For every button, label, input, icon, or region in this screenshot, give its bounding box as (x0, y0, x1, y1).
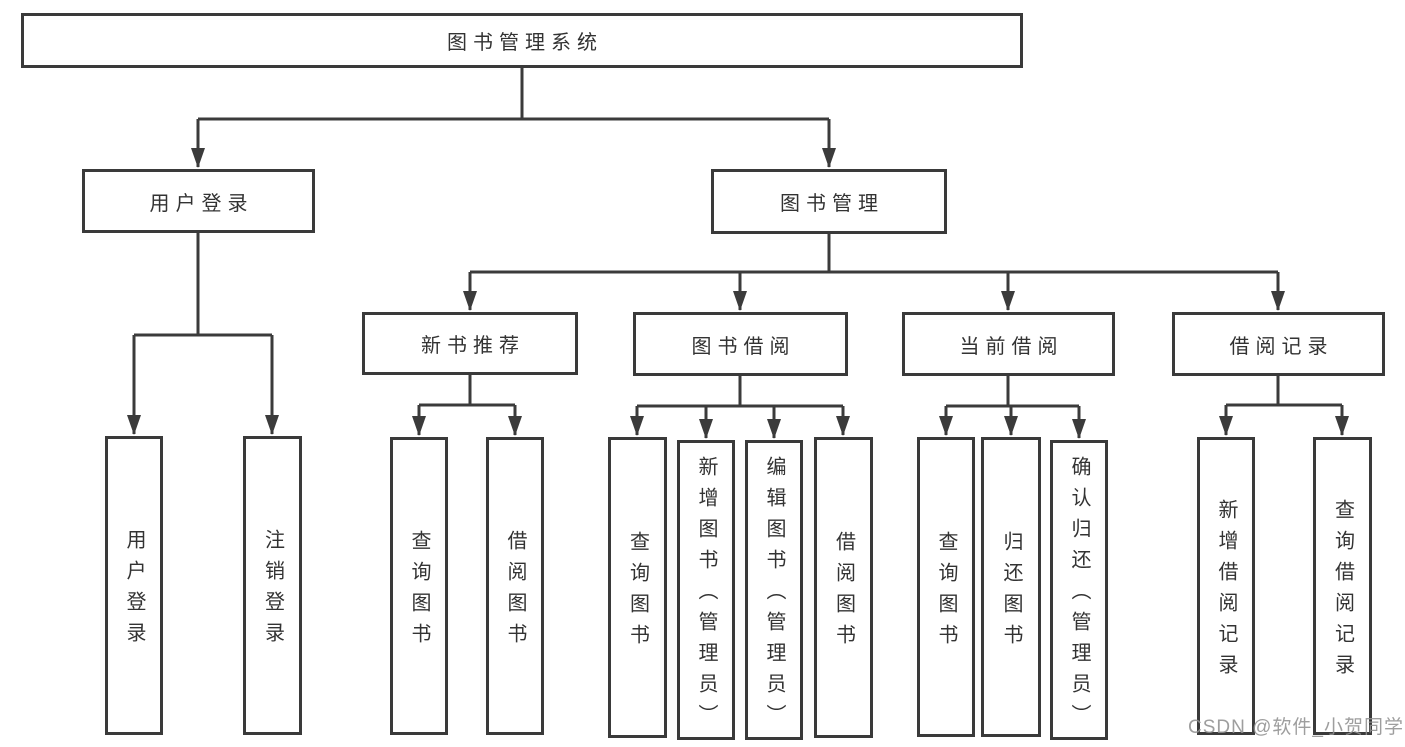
node-query-books-3: 查询图书 (917, 437, 975, 737)
node-query-borrow-record: 查询借阅记录 (1313, 437, 1372, 735)
node-return-books: 归还图书 (981, 437, 1041, 737)
node-logout-leaf: 注销登录 (243, 436, 302, 735)
node-current-borrow: 当前借阅 (902, 312, 1115, 376)
node-query-books-2: 查询图书 (608, 437, 667, 738)
node-confirm-return: 确认归还（管理员） (1050, 440, 1108, 740)
node-user-login: 用户登录 (82, 169, 315, 233)
node-borrow-books-1: 借阅图书 (486, 437, 544, 735)
node-book-borrow: 图书借阅 (633, 312, 848, 376)
node-edit-books: 编辑图书（管理员） (745, 440, 803, 740)
node-add-books: 新增图书（管理员） (677, 440, 735, 740)
node-new-book-rec: 新书推荐 (362, 312, 578, 375)
node-borrow-record: 借阅记录 (1172, 312, 1385, 376)
node-book-mgmt: 图书管理 (711, 169, 947, 234)
node-user-login-leaf: 用户登录 (105, 436, 163, 735)
node-borrow-books-2: 借阅图书 (814, 437, 873, 738)
watermark-text: CSDN @软件_小贺同学 (1188, 717, 1404, 738)
node-root: 图书管理系统 (21, 13, 1023, 68)
node-add-borrow-record: 新增借阅记录 (1197, 437, 1255, 735)
tree-edges (127, 68, 1349, 439)
node-query-books-1: 查询图书 (390, 437, 448, 735)
